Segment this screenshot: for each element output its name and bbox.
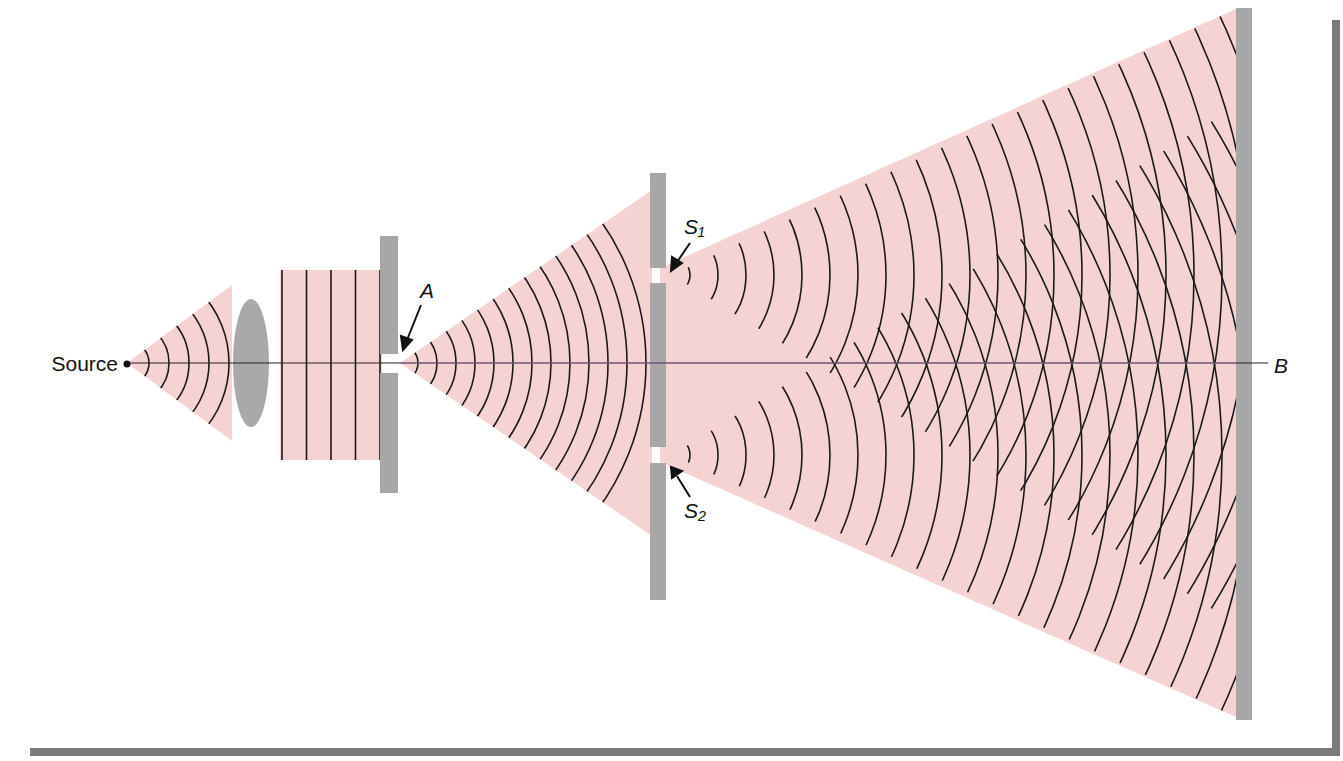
barrier: [650, 173, 666, 268]
wavefront: [150, 0, 1194, 761]
wavefront: [598, 201, 746, 349]
wavefront: [38, 0, 1306, 761]
leader-line: [677, 243, 690, 262]
slit-label: S₂: [684, 500, 706, 521]
wavefront: [94, 0, 1250, 761]
wavefront: [122, 0, 1222, 761]
wavefront: [38, 0, 1306, 761]
axis-line: [400, 362, 1236, 363]
arrowhead: [671, 467, 682, 478]
wavefront: [346, 129, 998, 761]
barrier: [380, 373, 398, 493]
wavefront: [346, 0, 998, 601]
wavefront: [402, 5, 942, 545]
wavefront: [290, 0, 1054, 657]
light-region: [280, 270, 382, 460]
wavefront: [402, 185, 942, 725]
wavefront: [486, 89, 858, 461]
wavefront: [374, 157, 970, 753]
wavefront: [626, 229, 718, 321]
wavefront: [122, 0, 1222, 761]
barrier: [650, 283, 666, 447]
wavefront: [234, 0, 1110, 713]
axis-line: [125, 362, 1268, 363]
card: [10, 8, 1332, 748]
wavefront: [178, 0, 1166, 761]
screen-point-label: B: [1274, 355, 1288, 376]
wavefront: [542, 145, 802, 405]
arrowhead: [671, 257, 682, 271]
leader-line: [677, 476, 690, 497]
wavefront: [514, 297, 830, 613]
wavefront: [458, 241, 886, 669]
wavefront: [66, 0, 1278, 761]
slit-label: A: [420, 280, 434, 301]
source-label: Source: [51, 353, 118, 374]
wavefront: [290, 73, 1054, 761]
wavefront: [262, 45, 1082, 761]
plane-wavefront: [355, 270, 357, 460]
wavefront: [430, 33, 914, 517]
wavefront: [262, 0, 1082, 685]
wavefront: [514, 117, 830, 433]
wavefront: [430, 213, 914, 697]
wavefront: [234, 17, 1110, 761]
wavefront: [458, 61, 886, 489]
point-source: [124, 361, 131, 368]
screen: [1236, 8, 1252, 720]
slit-label: S₁: [684, 216, 705, 237]
arrowhead: [401, 336, 412, 350]
barrier: [380, 236, 398, 354]
barrier: [650, 463, 666, 600]
wavefront: [206, 0, 1138, 761]
card-shadow: [1332, 20, 1340, 756]
wavefront: [486, 269, 858, 641]
wavefront: [318, 0, 1026, 629]
wavefront: [570, 173, 774, 377]
plane-wavefront: [281, 270, 283, 460]
wavefront: [542, 325, 802, 585]
leader-line: [407, 305, 421, 340]
wavefront: [626, 409, 718, 501]
plane-wavefront: [330, 270, 332, 460]
wavefront: [598, 381, 746, 529]
wavefront: [150, 0, 1194, 761]
wavefront: [374, 0, 970, 573]
wavefront: [206, 0, 1138, 741]
plane-wavefront: [306, 270, 308, 460]
wavefront: [570, 353, 774, 557]
wavefront: [94, 0, 1250, 761]
wavefront: [318, 101, 1026, 761]
card-shadow: [30, 748, 1340, 756]
